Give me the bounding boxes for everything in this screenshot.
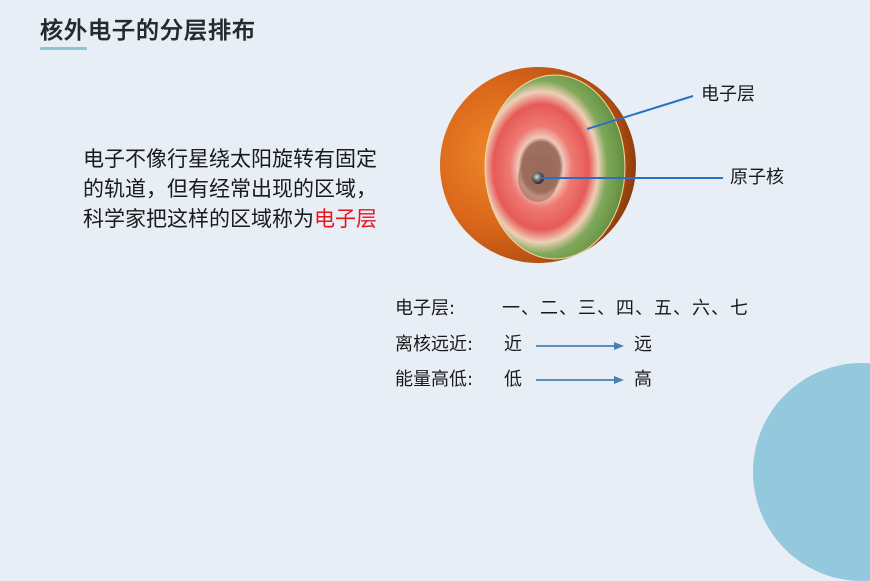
row-energy-label: 能量高低:	[395, 369, 474, 390]
highlight-term: 电子层	[314, 207, 377, 231]
nucleus-label: 原子核	[730, 167, 784, 188]
atom-sphere	[440, 67, 636, 263]
arrow-distance	[536, 342, 624, 350]
shell-pointer-line	[586, 95, 694, 130]
title-underline	[40, 47, 87, 50]
row-distance-to: 远	[634, 334, 652, 355]
paragraph-text: 电子不像行星绕太阳旋转有固定的轨道，但有经常出现的区域，科学家把这样的区域称为	[83, 147, 377, 231]
row-energy-to: 高	[634, 369, 652, 390]
atom-shell-diagram	[440, 67, 723, 384]
row-distance-label: 离核远近:	[395, 334, 474, 355]
row-shell-label: 电子层:	[395, 298, 456, 319]
slide-title: 核外电子的分层排布	[40, 18, 256, 44]
row-energy-from: 低	[504, 369, 522, 390]
row-shell-values: 一、二、三、四、五、六、七	[502, 298, 749, 319]
arrow-energy	[536, 376, 624, 384]
row-distance-from: 近	[504, 334, 522, 355]
description-paragraph: 电子不像行星绕太阳旋转有固定的轨道，但有经常出现的区域，科学家把这样的区域称为电…	[83, 144, 393, 234]
shell-label: 电子层	[701, 84, 755, 105]
nucleus-icon	[532, 172, 544, 184]
